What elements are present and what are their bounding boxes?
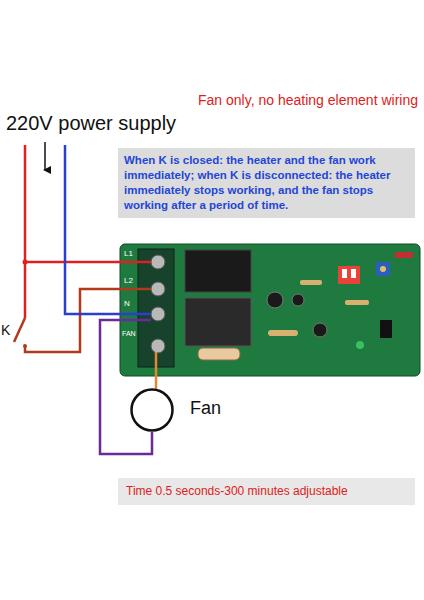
diagram-title: Fan only, no heating element wiring [198,92,418,108]
caption-box: Time 0.5 seconds-300 minutes adjustable [118,478,415,505]
terminal-label: FAN [122,330,136,338]
fan-label: Fan [190,398,221,419]
fan-symbol: Fan [130,388,174,432]
caption-text: Time 0.5 seconds-300 minutes adjustable [126,484,407,499]
switch-label: K [1,322,10,338]
terminal-label: L2 [124,276,133,285]
fan-circle [130,388,174,432]
supply-arrow [44,142,46,170]
relay-board [120,244,420,376]
note-box: When K is closed: the heater and the fan… [118,148,415,218]
supply-label: 220V power supply [6,112,176,135]
terminal-label: N [124,299,130,308]
note-text: When K is closed: the heater and the fan… [124,153,409,213]
terminal-label: L1 [124,249,133,258]
